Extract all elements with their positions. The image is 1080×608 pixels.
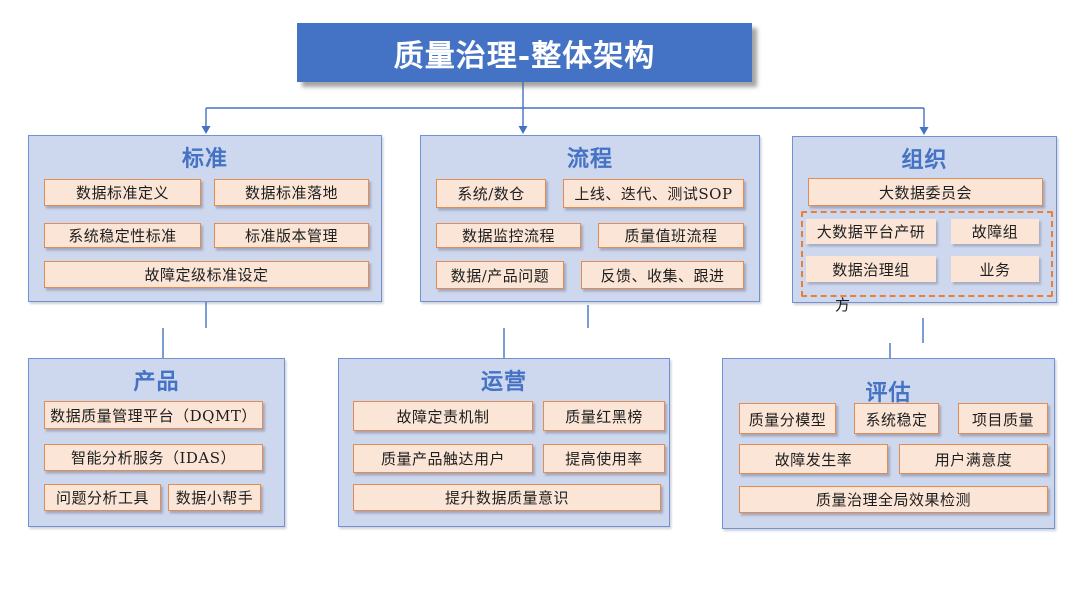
organization-item: 数据治理组	[806, 256, 936, 282]
process-item: 反馈、收集、跟进	[581, 261, 744, 289]
process-item: 上线、迭代、测试SOP	[563, 179, 744, 208]
product-item: 数据质量管理平台（DQMT）	[44, 401, 263, 429]
evaluation-item: 故障发生率	[739, 444, 888, 474]
organization-item: 大数据委员会	[808, 178, 1043, 206]
product-item: 数据小帮手	[168, 484, 261, 511]
evaluation-item: 用户满意度	[899, 444, 1048, 474]
operations-item: 质量红黑榜	[543, 401, 665, 431]
evaluation-item: 质量治理全局效果检测	[739, 486, 1048, 513]
operations-item: 故障定责机制	[353, 401, 533, 431]
section-standards: 标准 数据标准定义 数据标准落地 系统稳定性标准 标准版本管理 故障定级标准设定	[28, 135, 382, 302]
organization-item: 业务	[951, 256, 1039, 282]
evaluation-item: 质量分模型	[739, 403, 836, 434]
section-product: 产品 数据质量管理平台（DQMT） 智能分析服务（IDAS） 问题分析工具 数据…	[28, 358, 285, 527]
process-item: 质量值班流程	[598, 223, 744, 248]
evaluation-item: 项目质量	[958, 403, 1048, 434]
page-title: 质量治理-整体架构	[297, 23, 752, 82]
operations-item: 质量产品触达用户	[353, 444, 533, 473]
process-item: 数据监控流程	[436, 223, 581, 248]
evaluation-item: 系统稳定	[854, 403, 939, 434]
organization-item: 大数据平台产研	[806, 219, 936, 244]
section-operations-title: 运营	[480, 369, 527, 395]
operations-item: 提升数据质量意识	[353, 484, 661, 511]
standards-item: 标准版本管理	[214, 223, 369, 248]
section-process: 流程 系统/数仓 上线、迭代、测试SOP 数据监控流程 质量值班流程 数据/产品…	[420, 135, 760, 302]
section-standards-title: 标准	[181, 146, 228, 172]
product-item: 问题分析工具	[44, 484, 161, 511]
standards-item: 数据标准定义	[44, 179, 201, 206]
section-organization-title: 组织	[901, 147, 948, 173]
section-evaluation: 评估 质量分模型 系统稳定 项目质量 故障发生率 用户满意度 质量治理全局效果检…	[722, 358, 1055, 529]
standards-item: 故障定级标准设定	[44, 261, 369, 288]
section-process-title: 流程	[566, 146, 613, 172]
section-organization: 组织 大数据委员会 大数据平台产研 故障组 数据治理组 业务 方	[792, 136, 1057, 314]
organization-item: 故障组	[951, 219, 1039, 244]
section-product-title: 产品	[133, 369, 180, 395]
section-operations: 运营 故障定责机制 质量红黑榜 质量产品触达用户 提高使用率 提升数据质量意识	[338, 358, 670, 527]
operations-item: 提高使用率	[543, 444, 665, 473]
organization-dashed-group	[801, 211, 1053, 297]
process-item: 系统/数仓	[436, 179, 546, 208]
process-item: 数据/产品问题	[436, 261, 564, 289]
standards-item: 数据标准落地	[214, 179, 369, 206]
standards-item: 系统稳定性标准	[44, 223, 201, 248]
section-evaluation-title: 评估	[865, 380, 912, 406]
product-item: 智能分析服务（IDAS）	[44, 444, 263, 471]
stray-text-label: 方	[835, 296, 851, 314]
